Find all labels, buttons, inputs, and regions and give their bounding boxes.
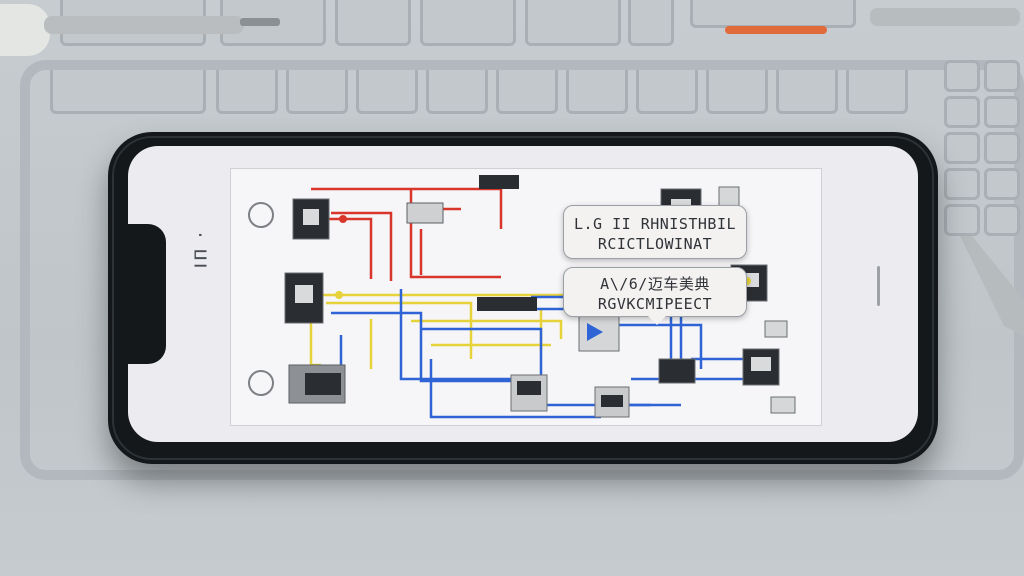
spudger-tool <box>725 26 827 34</box>
callout-top-line2: RCICTLOWINAT <box>597 235 713 253</box>
callout-bottom-line2: RGVKCMIPEECT <box>597 295 713 313</box>
circuit-diagram: L.G II RHNISTHBIL RCICTLOWINAT A\/6/迈车美典… <box>230 168 822 426</box>
callout-bottom-line1: A\/6/迈车美典 <box>600 275 710 293</box>
tweezer-tool <box>870 8 1020 26</box>
probe-tool <box>960 236 1024 336</box>
mat-side-grid <box>944 40 1024 300</box>
status-text: ıп · <box>186 229 212 269</box>
screwdriver-tool <box>0 4 280 56</box>
callout-label-top: L.G II RHNISTHBIL RCICTLOWINAT <box>563 205 747 259</box>
callout-top-line1: L.G II RHNISTHBIL <box>573 215 737 233</box>
callout-label-bottom: A\/6/迈车美典 RGVKCMIPEECT <box>563 267 747 325</box>
scroll-indicator <box>877 266 880 306</box>
phone-screen: ıп · <box>128 146 918 442</box>
phone-notch <box>128 224 166 364</box>
smartphone: ıп · <box>108 132 938 464</box>
mat-tray-border <box>20 60 1024 480</box>
